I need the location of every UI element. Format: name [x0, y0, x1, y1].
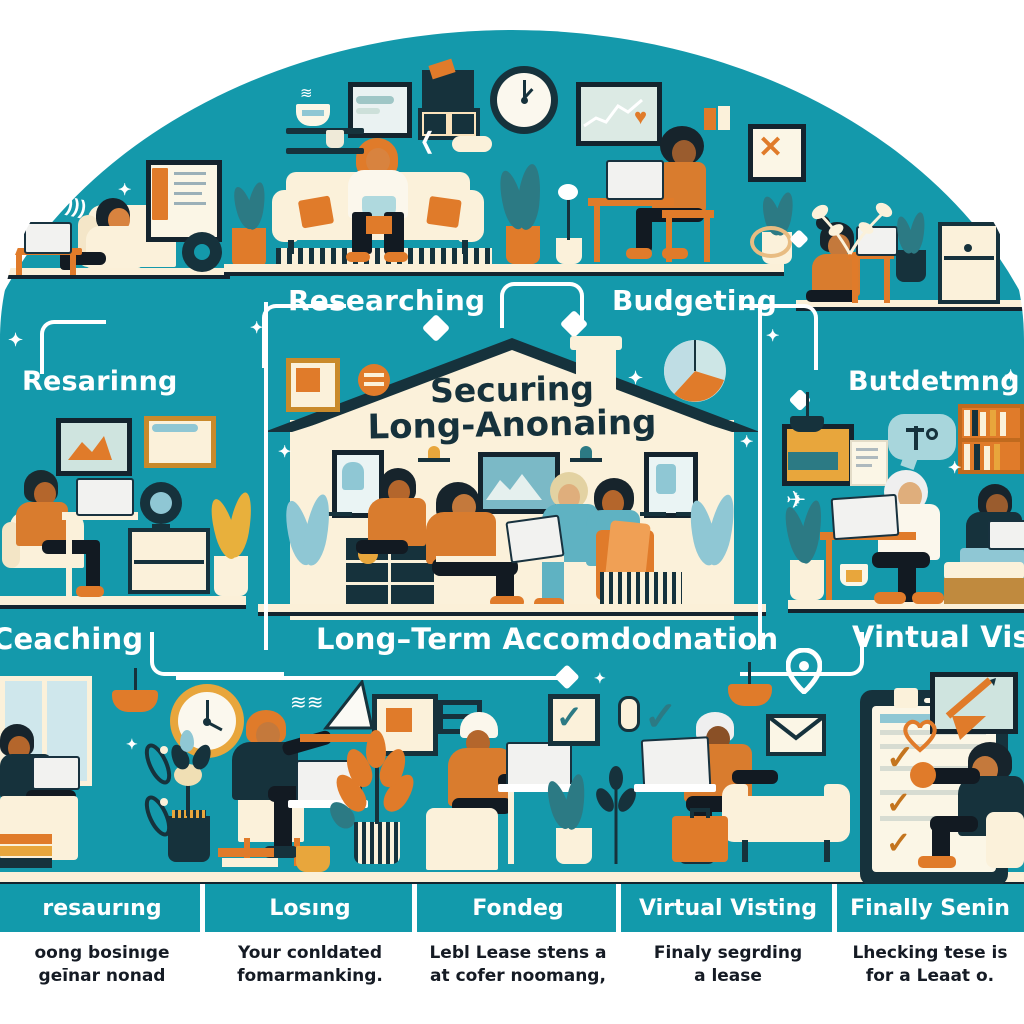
sparkle-icon: ✦	[740, 434, 754, 451]
laptop-icon	[76, 478, 134, 516]
cloud-icon	[452, 136, 492, 152]
footer-bar-5: Finally Senin	[836, 884, 1024, 932]
sparkle-icon: ✦	[278, 444, 292, 461]
sparkle-icon: ✦	[118, 182, 132, 199]
heart-icon	[900, 714, 940, 759]
footer-caption-2: Your conldated fomarmanking.	[237, 943, 383, 986]
sparkle-icon: ✦	[766, 328, 780, 345]
laptop-icon	[505, 514, 565, 564]
speech-bubble-icon	[888, 414, 956, 460]
framed-picture-icon	[56, 418, 132, 476]
sparkle-icon: ✦	[594, 670, 606, 686]
footer-cell-5[interactable]: Finally Senin Lhecking tese is for a Lea…	[836, 884, 1024, 1024]
footer-bar-1: resaurıng	[0, 884, 204, 932]
sparkle-icon: ✦	[126, 736, 138, 752]
laptop-icon	[506, 742, 572, 790]
footer-caption-3: Lebl Lease stens a at cofer noomang,	[429, 943, 607, 986]
connector-line	[752, 302, 762, 650]
footer-strip: resaurıng oong bosinıge geīnar nonad Los…	[0, 884, 1024, 1024]
label-butdetmng: Butdetmng	[848, 366, 1020, 397]
connector-line	[740, 632, 864, 676]
footer-cell-4[interactable]: Virtual Visting Finaly segrding a lease	[620, 884, 836, 1024]
connector-line	[40, 320, 106, 374]
location-pin-icon	[785, 647, 823, 699]
sparkle-icon: ✦	[8, 330, 24, 350]
label-virtual-visiting: Vintual Visitin	[852, 620, 1024, 654]
radiator-icon	[600, 572, 682, 604]
footer-bar-4: Virtual Visting	[620, 884, 836, 932]
footer-bar-3: Fondeg	[416, 884, 620, 932]
pendant-lamp-icon	[790, 416, 824, 432]
pendant-lamp-icon	[728, 684, 772, 706]
laptop-icon	[606, 160, 664, 200]
footer-divider	[616, 884, 621, 932]
footer-cell-3[interactable]: Fondeg Lebl Lease stens a at cofer nooma…	[416, 884, 620, 1024]
sparkle-icon: ✦	[1004, 368, 1018, 385]
footer-caption-1: oong bosinıge geīnar nonad	[34, 943, 170, 986]
heart-icon: ♥	[634, 104, 648, 129]
settings-sliders-icon	[358, 364, 390, 396]
check-icon	[548, 694, 600, 746]
laptop-icon	[830, 493, 900, 541]
footer-divider	[200, 884, 205, 932]
footer-cell-2[interactable]: Losıng Your conldated fomarmanking.	[204, 884, 416, 1024]
suitcase-icon	[672, 816, 728, 862]
footer-divider	[832, 884, 837, 932]
connector-line	[264, 302, 274, 650]
sparkle-icon: ✦	[628, 368, 644, 388]
sparkle-icon: ✦	[250, 320, 264, 337]
footer-bar-2: Losıng	[204, 884, 416, 932]
connector-line	[176, 676, 576, 684]
pendant-lamp-icon	[112, 690, 158, 712]
footer-caption-4: Finaly segrding a lease	[653, 943, 803, 986]
footer-cell-1[interactable]: resaurıng oong bosinıge geīnar nonad	[0, 884, 204, 1024]
label-long-term-accommodation: Long–Term Accomdodnation	[316, 622, 779, 656]
footer-divider	[412, 884, 417, 932]
laptop-icon	[640, 736, 712, 790]
label-ceaching: Ceaching	[0, 622, 144, 656]
framed-picture-icon	[286, 358, 340, 412]
footer-caption-5: Lhecking tese is for a Leaat o.	[852, 943, 1008, 986]
house-title-line2: Long-Anonaing	[367, 402, 657, 448]
coffee-cup-icon	[296, 846, 330, 872]
sparkle-icon: ✦	[948, 460, 962, 477]
connector-line	[150, 632, 284, 676]
